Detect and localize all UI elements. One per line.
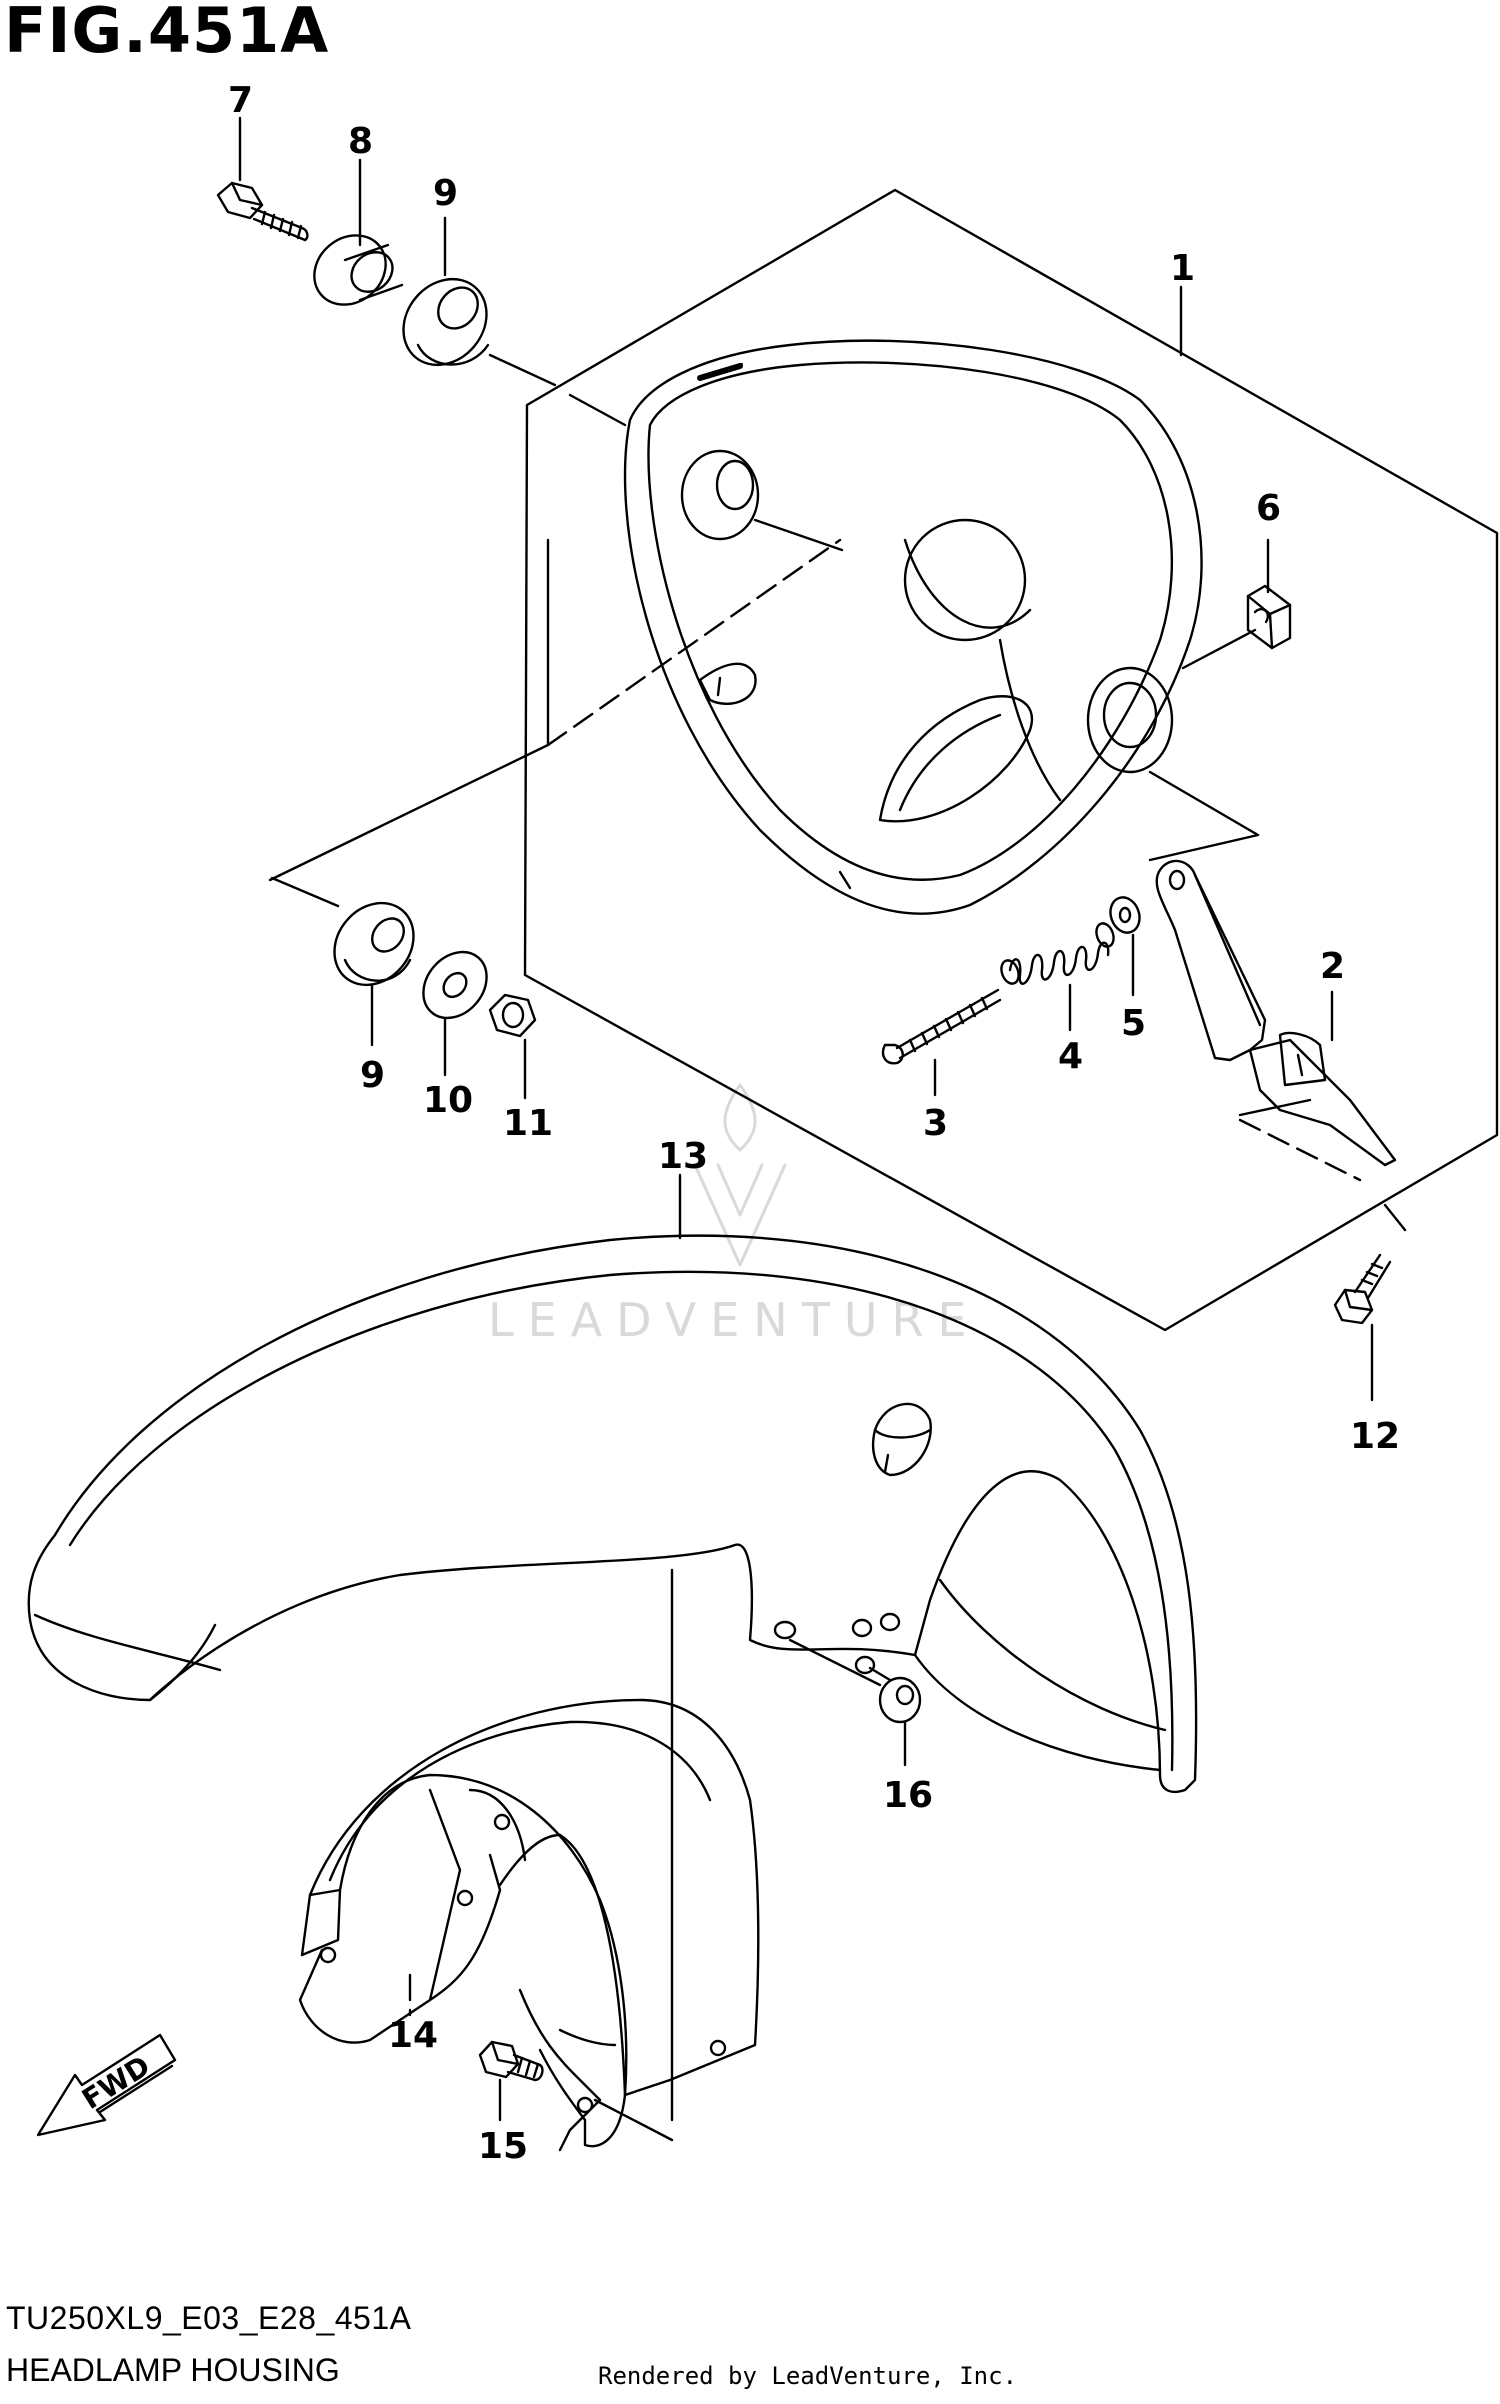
diagram-subtitle: HEADLAMP HOUSING (6, 2352, 340, 2388)
watermark-text: LEADVENTURE (488, 1293, 981, 1347)
callout-3: 3 (923, 1103, 948, 1144)
mount-line-top (488, 353, 627, 427)
fender-brace (298, 1698, 760, 2152)
mount-line-upper (753, 518, 844, 552)
callout-16: 16 (883, 1775, 933, 1816)
figure-title: FIG.451A (4, 0, 330, 67)
callout-4: 4 (1058, 1036, 1083, 1077)
grommet-bottom (333, 901, 415, 987)
callout-9-bottom: 9 (360, 1055, 385, 1096)
callout-10: 10 (423, 1080, 473, 1121)
cushion (878, 1676, 922, 1724)
callout-2: 2 (1320, 946, 1345, 987)
bolt-bottom (478, 2040, 544, 2082)
watermark-logo (693, 1083, 787, 1267)
drawing-code: TU250XL9_E03_E28_451A (6, 2300, 412, 2336)
forward-arrow-icon: FWD (36, 2033, 177, 2137)
spring (1000, 922, 1115, 985)
bolt-right (1333, 1253, 1392, 1325)
mount-line-bottom (268, 538, 550, 908)
callout-12: 12 (1350, 1416, 1400, 1457)
callout-14: 14 (388, 2015, 438, 2056)
callout-15: 15 (478, 2126, 528, 2167)
callout-11: 11 (503, 1103, 553, 1144)
callout-13: 13 (658, 1136, 708, 1177)
adjust-screw (881, 988, 1002, 1065)
collar (313, 234, 404, 306)
front-fender (27, 1234, 1198, 1794)
washer (422, 950, 488, 1020)
grommet-top (402, 277, 490, 367)
headlamp-housing (623, 339, 1203, 915)
bracket-dash (1238, 1118, 1362, 1182)
mount-line-center (546, 538, 842, 747)
leader-6 (1181, 628, 1257, 670)
clip-nut (1246, 584, 1292, 650)
leader-12-outline (1383, 1203, 1407, 1232)
bracket-outline-lines (1148, 770, 1312, 1117)
callout-6: 6 (1256, 488, 1281, 529)
leader-brace-diagonal (593, 2098, 674, 2142)
nut (488, 993, 537, 1038)
leader-16-right (868, 1666, 892, 1682)
washer-small (1109, 896, 1141, 934)
callout-5: 5 (1121, 1003, 1146, 1044)
bolt-top (216, 181, 309, 242)
callout-1: 1 (1170, 248, 1195, 289)
forward-arrow-label: FWD (76, 2049, 156, 2116)
callout-7: 7 (228, 80, 253, 121)
leader-16 (788, 1638, 882, 1687)
bracket (1155, 859, 1397, 1167)
assembly-outline (523, 188, 1499, 1332)
callout-8: 8 (348, 121, 373, 162)
render-credit: Rendered by LeadVenture, Inc. (598, 2362, 1018, 2390)
callout-9-top: 9 (433, 173, 458, 214)
